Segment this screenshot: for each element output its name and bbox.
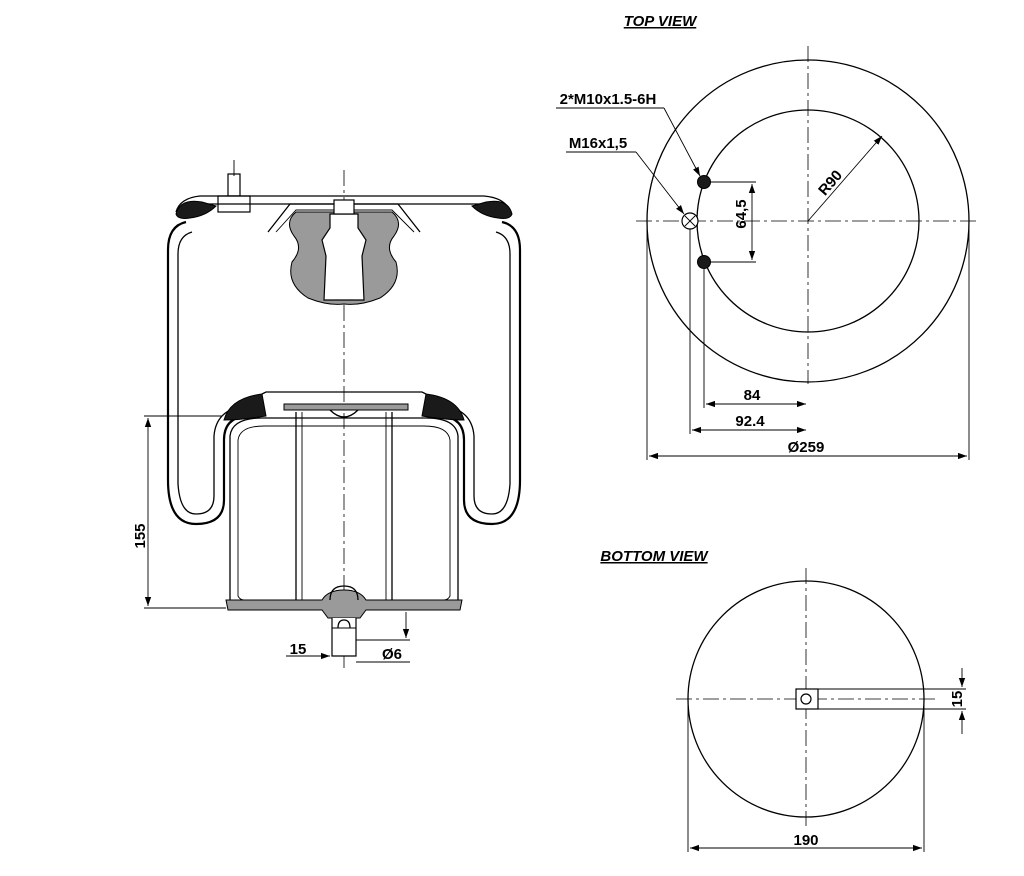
dim-15-label: 15	[290, 641, 307, 658]
base-plate	[225, 589, 463, 619]
m16-leader	[635, 151, 685, 215]
dim-645-label: 64,5	[733, 199, 750, 228]
bellows-left-inner	[177, 231, 245, 515]
top-view-title: TOP VIEW	[624, 13, 698, 30]
bellows-right-inner	[443, 231, 511, 515]
dim-92-label: 92.4	[735, 413, 765, 430]
bottom-view-title: BOTTOM VIEW	[600, 548, 709, 565]
m16-cross-b	[684, 215, 696, 227]
cap-hole	[329, 409, 359, 418]
right-bead-roll	[471, 200, 513, 219]
m10-leader	[663, 107, 701, 177]
bellows-right-outer	[441, 220, 522, 526]
bottom-view: BOTTOM VIEW 15 190	[600, 548, 966, 852]
m16-callout: M16x1,5	[569, 135, 627, 152]
dim-84-label: 84	[744, 387, 761, 404]
dim-155-label: 155	[132, 523, 149, 548]
dim-190-label: 190	[793, 832, 818, 849]
insert-top-bolt	[333, 199, 355, 215]
dim-slot-label: 15	[949, 691, 966, 708]
m10-callout: 2*M10x1.5-6H	[560, 91, 657, 108]
threaded-insert	[321, 213, 367, 301]
r90-line	[807, 135, 883, 222]
m10-hole-top	[697, 175, 711, 189]
base-boss	[329, 585, 359, 601]
bellows-left-outer	[166, 220, 247, 526]
side-view: 155 15 Ø6	[132, 160, 522, 668]
piston-cap-plate	[283, 403, 409, 411]
left-bead-roll	[175, 200, 217, 219]
bottom-pin	[331, 618, 357, 657]
pin-head	[337, 619, 351, 629]
m10-hole-bottom	[697, 255, 711, 269]
piston-top	[261, 391, 427, 395]
bottom-pin-hole	[800, 693, 812, 705]
r90-label: R90	[815, 167, 846, 199]
dim-259-label: Ø259	[788, 439, 825, 456]
top-stud	[227, 173, 241, 197]
top-view: TOP VIEW 2*M10x1.5-6H M16x1,5 R90 64,5	[556, 13, 980, 460]
dim-6-label: Ø6	[382, 646, 402, 663]
piston-right-roll	[421, 393, 465, 421]
piston-left-roll	[223, 393, 267, 421]
